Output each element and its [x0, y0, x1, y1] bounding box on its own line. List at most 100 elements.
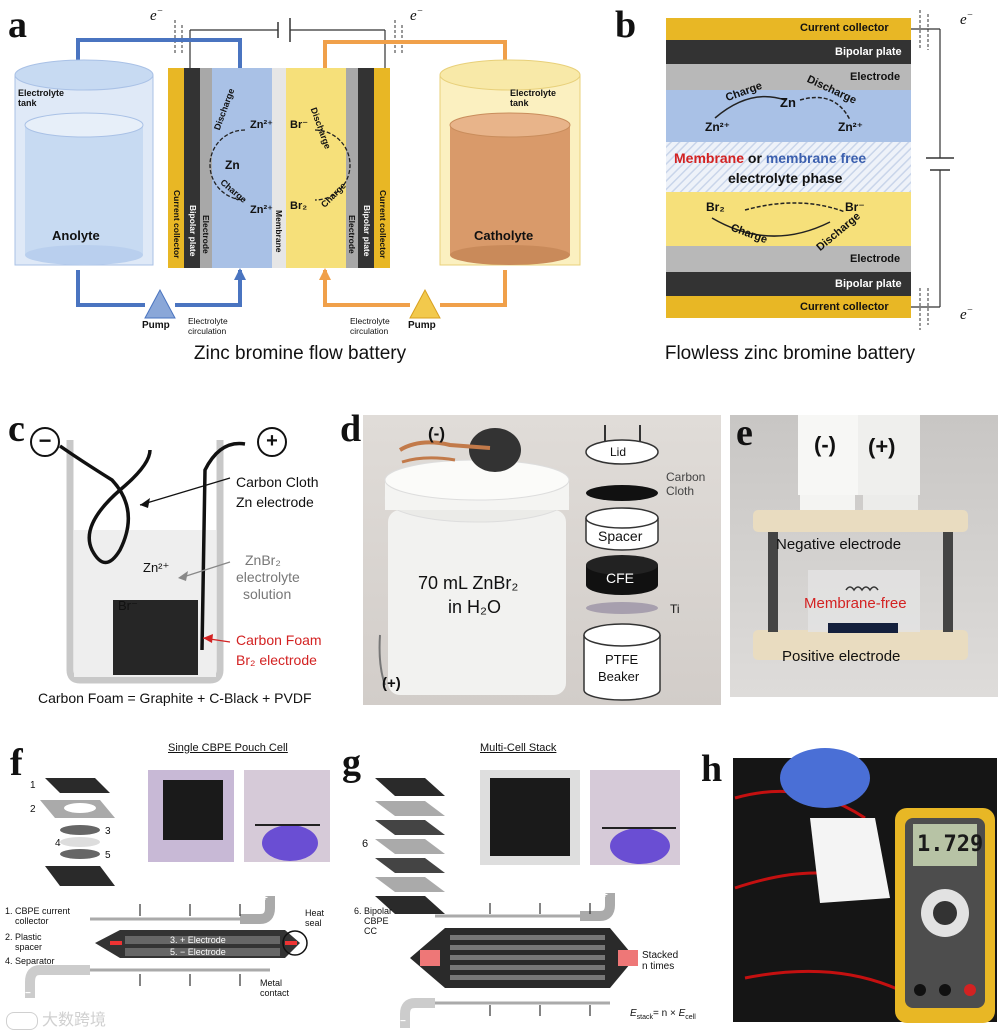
- zn2-label-c: Zn²⁺: [143, 560, 170, 575]
- layer-num-4: 4: [55, 838, 61, 849]
- multimeter-reading: 1.729: [917, 832, 984, 857]
- layer-num-6: 6: [362, 838, 369, 850]
- panel-letter-a: a: [8, 4, 27, 46]
- br-label: Br⁻: [290, 119, 309, 131]
- panel-e: e (-) (+) Negative electrode Membrane-fr…: [728, 410, 1000, 700]
- plus-terminal-g: +: [602, 890, 608, 901]
- spacer-label-f: 2. Plastic spacer: [5, 932, 43, 952]
- multimeter-illustration: [734, 748, 995, 1023]
- circulation-left-label: Electrolyte circulation: [188, 316, 228, 336]
- zn-electrode-label: Zn electrode: [236, 494, 314, 510]
- br2-label-b: Br₂: [706, 200, 725, 214]
- br-label-c: Br⁻: [118, 598, 138, 613]
- electron-label-left: e−: [150, 6, 164, 24]
- panel-letter-f: f: [10, 742, 23, 784]
- panel-c: c − + Carbon Cloth Zn electrode Zn²⁺ ZnB…: [0, 410, 340, 710]
- plus-label-d: (+): [382, 675, 401, 692]
- negative-electrode-label: Negative electrode: [776, 536, 902, 553]
- layer-electrode-left: Electrode: [201, 215, 211, 254]
- cfe-label: CFE: [606, 570, 634, 586]
- layer-num-5: 5: [105, 850, 111, 861]
- br-label-b: Br⁻: [845, 200, 865, 214]
- beaker-cell-diagram: [58, 440, 246, 684]
- electron-label-b-top: e−: [960, 10, 974, 28]
- layer-num-3: 3: [105, 826, 111, 837]
- positive-electrode-label: Positive electrode: [782, 648, 901, 665]
- electrolyte-phase-label: electrolyte phase: [728, 170, 843, 186]
- electron-label-right: e−: [410, 6, 424, 24]
- single-cell-title: Single CBPE Pouch Cell: [168, 742, 288, 754]
- panel-letter-g: g: [342, 742, 361, 784]
- bipolar-plate-bottom-label: Bipolar plate: [835, 278, 902, 290]
- layer-current-collector-right: Current collector: [378, 190, 388, 259]
- panel-h: h 1.729: [701, 738, 1000, 1031]
- flowless-zinc-bromine-diagram: [666, 10, 954, 330]
- bipolar-plate-top-label: Bipolar plate: [835, 46, 902, 58]
- minus-terminal-f: −: [25, 988, 31, 999]
- minus-label-e: (-): [814, 432, 836, 457]
- right-tank-label: Electrolyte tank: [510, 88, 557, 108]
- zinc-bromine-flow-battery-diagram: [14, 18, 581, 319]
- panel-letter-e: e: [736, 412, 753, 454]
- zn2-top-label: Zn²⁺: [250, 119, 273, 131]
- carbon-foam-label: Carbon Foam: [236, 632, 322, 648]
- layer-bipolar-plate-left: Bipolar plate: [188, 205, 198, 257]
- zn2-bottom-label: Zn²⁺: [250, 204, 273, 216]
- plus-terminal: +: [257, 427, 287, 457]
- ti-label: Ti: [670, 602, 680, 616]
- br2-electrode-label: Br₂ electrode: [236, 652, 317, 668]
- panel-letter-b: b: [615, 4, 637, 46]
- stack-formula: Estack= n × Ecell: [630, 1008, 696, 1021]
- pump-left-label: Pump: [142, 320, 170, 331]
- heat-seal-label: Heat seal: [305, 908, 325, 928]
- spacer-label-d: Spacer: [598, 528, 643, 544]
- panel-letter-d: d: [340, 408, 362, 450]
- membrane-free-label-e: Membrane-free: [804, 595, 907, 612]
- carbon-cloth-label: Carbon Cloth: [236, 474, 319, 490]
- layer-num-1: 1: [30, 780, 36, 791]
- carbon-cloth-label-d: Carbon Cloth: [666, 470, 706, 498]
- ptfe-label: PTFE: [605, 652, 639, 667]
- carbon-foam-formula: Carbon Foam = Graphite + C-Black + PVDF: [38, 690, 312, 706]
- stacked-label: Stacked n times: [642, 950, 679, 972]
- panel-f: f Single CBPE Pouch Cell 1 2 3 4 5 1. CB…: [0, 738, 340, 1031]
- electron-label-b-bottom: e−: [960, 305, 974, 323]
- plus-terminal-f: +: [262, 893, 268, 904]
- beaker-label: Beaker: [598, 669, 640, 684]
- solution-label-c: solution: [243, 586, 292, 602]
- panel-g: g Multi-Cell Stack 6: [340, 738, 725, 1031]
- layer-electrode-right: Electrode: [347, 215, 357, 254]
- membrane-label: Membrane or membrane free: [674, 150, 867, 166]
- circulation-right-label: Electrolyte circulation: [350, 316, 390, 336]
- zn-label-b: Zn: [780, 95, 796, 110]
- beaker-cell-illustration: [378, 425, 661, 701]
- panel-b: b Current collector Bipolar plate Electr…: [600, 0, 1000, 370]
- membrane-free-cell-illustration: [753, 415, 968, 660]
- stack-title: Multi-Cell Stack: [480, 742, 557, 754]
- zn2-left-label-b: Zn²⁺: [705, 120, 730, 134]
- cc-label-f: 1. CBPE current collector: [5, 906, 71, 926]
- pouch-cell-diagram: [25, 770, 330, 998]
- minus-terminal: −: [30, 427, 60, 457]
- bipolar-cc-label: 6. Bipolar CBPE CC: [354, 906, 393, 936]
- layer-current-collector-left: Current collector: [172, 190, 182, 259]
- neg-electrode-label: 5. − Electrode: [170, 947, 226, 957]
- layer-membrane: Membrane: [274, 210, 284, 253]
- catholyte-label: Catholyte: [474, 228, 534, 243]
- zn2-right-label-b: Zn²⁺: [838, 120, 863, 134]
- lid-label: Lid: [610, 445, 627, 459]
- layer-bipolar-plate-right: Bipolar plate: [362, 205, 372, 257]
- panel-a: a: [0, 0, 600, 370]
- watermark-logo-icon: [6, 1011, 38, 1030]
- electrode-bottom-label: Electrode: [850, 253, 901, 265]
- minus-label-d: (-): [428, 424, 445, 443]
- zn-label: Zn: [225, 158, 240, 172]
- metal-contact-label: Metal contact: [260, 978, 290, 998]
- layer-num-2: 2: [30, 804, 36, 815]
- left-tank-label: Electrolyte tank: [18, 88, 65, 108]
- anolyte-label: Anolyte: [52, 228, 100, 243]
- panel-letter-h: h: [701, 748, 723, 790]
- caption-a: Zinc bromine flow battery: [193, 343, 407, 364]
- br2-label: Br₂: [290, 200, 308, 212]
- plus-label-e: (+): [868, 434, 896, 459]
